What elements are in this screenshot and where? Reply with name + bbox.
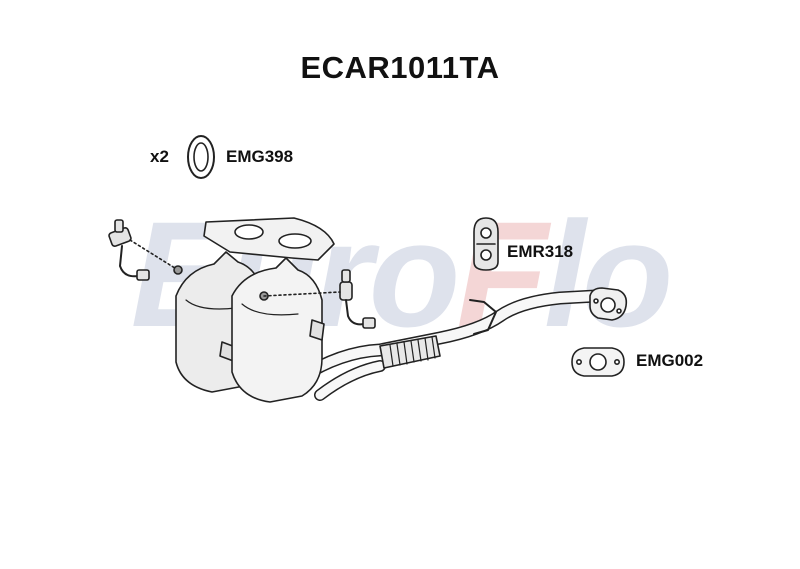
exhaust-pipe <box>293 289 603 401</box>
flange-gasket-code-label: EMG002 <box>636 351 704 370</box>
ring-gasket-icon <box>187 135 215 179</box>
outlet-flange <box>589 287 628 321</box>
flange-gasket-icon <box>571 347 625 377</box>
rubber-mount-code-label: EMR318 <box>507 242 574 261</box>
right-oxygen-sensor-icon <box>263 269 376 329</box>
rubber-hanger-icon <box>473 217 499 271</box>
gasket-quantity-label: x2 <box>150 147 169 166</box>
manifold-flange <box>203 217 335 261</box>
gasket-ring-code-label: EMG398 <box>226 147 294 166</box>
flex-joint <box>379 335 441 369</box>
part-number-title: ECAR1011TA <box>300 50 500 85</box>
watermark-suffix: lo <box>544 190 673 358</box>
left-oxygen-sensor-icon <box>108 219 183 281</box>
pipe-hanger-bracket <box>469 299 497 335</box>
right-catalytic-converter <box>231 257 325 403</box>
